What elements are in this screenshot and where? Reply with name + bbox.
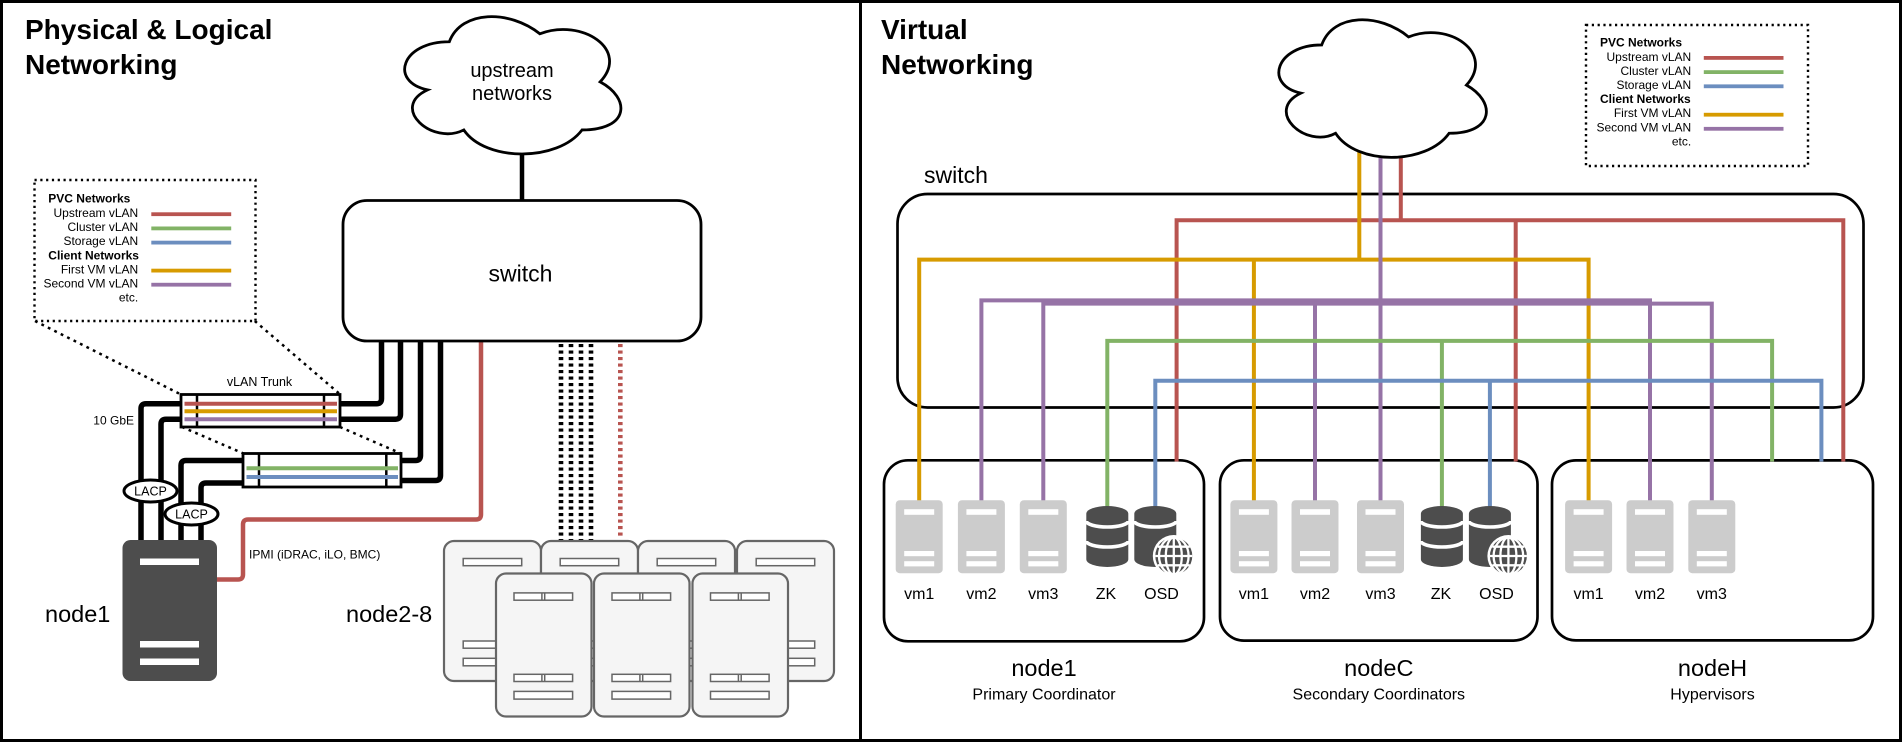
svg-text:Upstream vLAN: Upstream vLAN xyxy=(53,206,138,220)
svg-text:Cluster vLAN: Cluster vLAN xyxy=(1621,64,1692,78)
svg-text:vm1: vm1 xyxy=(1239,586,1269,603)
svg-text:OSD: OSD xyxy=(1479,586,1514,603)
svg-text:vm1: vm1 xyxy=(904,586,934,603)
svg-text:ZK: ZK xyxy=(1431,586,1452,603)
svg-text:Storage vLAN: Storage vLAN xyxy=(1616,78,1691,92)
svg-text:vm2: vm2 xyxy=(1635,586,1665,603)
svg-text:First VM vLAN: First VM vLAN xyxy=(1614,106,1691,120)
svg-text:upstream: upstream xyxy=(470,60,553,82)
svg-text:Networking: Networking xyxy=(25,49,177,80)
svg-text:Physical & Logical: Physical & Logical xyxy=(25,14,272,45)
svg-text:vm3: vm3 xyxy=(1697,586,1727,603)
svg-text:Storage vLAN: Storage vLAN xyxy=(63,234,138,248)
svg-text:switch: switch xyxy=(924,162,988,188)
svg-text:IPMI (iDRAC, iLO, BMC): IPMI (iDRAC, iLO, BMC) xyxy=(249,548,380,562)
svg-text:node2-8: node2-8 xyxy=(346,601,432,627)
svg-text:Upstream vLAN: Upstream vLAN xyxy=(1606,50,1691,64)
svg-text:PVC Networks: PVC Networks xyxy=(1600,36,1682,50)
svg-text:nodeH: nodeH xyxy=(1678,655,1747,681)
svg-text:node1: node1 xyxy=(45,601,110,627)
svg-text:nodeC: nodeC xyxy=(1344,655,1413,681)
svg-text:PVC Networks: PVC Networks xyxy=(48,192,130,206)
svg-text:vm2: vm2 xyxy=(966,586,996,603)
svg-text:10 GbE: 10 GbE xyxy=(93,414,134,428)
svg-text:vm1: vm1 xyxy=(1573,586,1603,603)
svg-text:Virtual: Virtual xyxy=(881,14,968,45)
svg-text:etc.: etc. xyxy=(1672,134,1691,148)
svg-text:Networking: Networking xyxy=(881,49,1033,80)
svg-text:node1: node1 xyxy=(1011,655,1076,681)
svg-text:Cluster vLAN: Cluster vLAN xyxy=(68,220,139,234)
svg-text:Client Networks: Client Networks xyxy=(48,248,139,262)
svg-text:OSD: OSD xyxy=(1144,586,1179,603)
svg-text:Secondary Coordinators: Secondary Coordinators xyxy=(1293,687,1466,704)
svg-text:vm2: vm2 xyxy=(1300,586,1330,603)
svg-text:Primary Coordinator: Primary Coordinator xyxy=(972,687,1116,704)
svg-text:switch: switch xyxy=(489,261,553,287)
svg-text:LACP: LACP xyxy=(134,485,167,499)
svg-text:networks: networks xyxy=(472,83,552,105)
svg-text:Second VM vLAN: Second VM vLAN xyxy=(43,277,138,291)
svg-text:vm3: vm3 xyxy=(1028,586,1058,603)
svg-text:LACP: LACP xyxy=(175,508,208,522)
svg-text:vLAN Trunk: vLAN Trunk xyxy=(227,375,293,389)
svg-text:Hypervisors: Hypervisors xyxy=(1670,687,1754,704)
svg-text:First VM vLAN: First VM vLAN xyxy=(61,262,138,276)
svg-text:ZK: ZK xyxy=(1096,586,1117,603)
svg-text:vm3: vm3 xyxy=(1365,586,1395,603)
svg-text:Client Networks: Client Networks xyxy=(1600,92,1691,106)
svg-text:etc.: etc. xyxy=(119,291,138,305)
svg-text:Second VM vLAN: Second VM vLAN xyxy=(1596,120,1691,134)
